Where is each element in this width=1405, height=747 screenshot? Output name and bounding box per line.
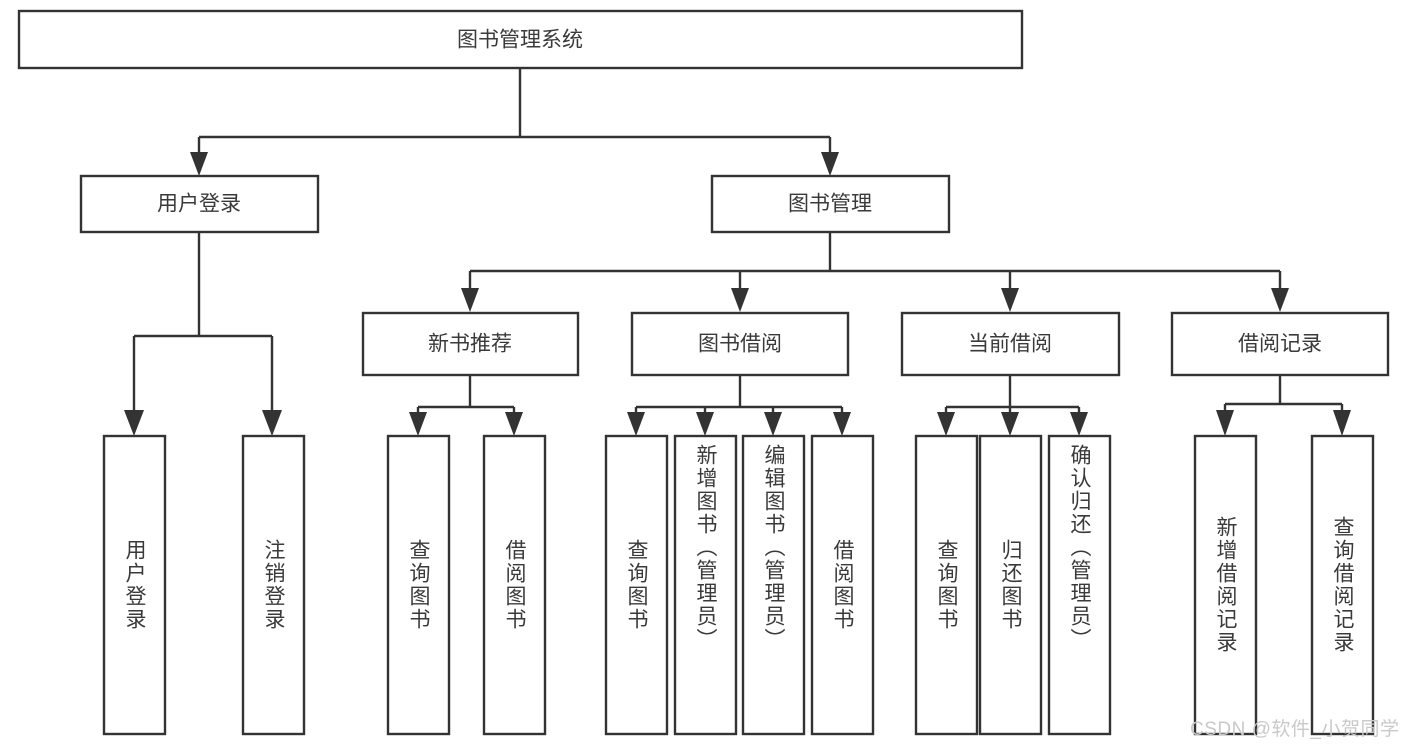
node-new-book-rec-box[interactable] — [361, 311, 580, 377]
arrow-head-leaf-add-record — [1216, 410, 1234, 436]
node-book-borrow-box[interactable] — [630, 311, 850, 377]
node-leaf-query-record-box[interactable] — [1310, 434, 1375, 736]
node-root-label: 图书管理系统 — [457, 29, 583, 52]
node-leaf-query-book-1-box[interactable] — [386, 434, 451, 736]
edges-layer — [124, 68, 1351, 436]
node-leaf-borrow-book-2-box[interactable] — [810, 434, 875, 736]
node-leaf-return-book-box[interactable] — [978, 434, 1043, 736]
arrow-head-leaf-confirm-return — [1070, 412, 1088, 436]
node-borrow-record-label: 借阅记录 — [1238, 333, 1322, 356]
node-leaf-borrow-book-1-box[interactable] — [482, 434, 547, 736]
arrow-head-leaf-query-book-1 — [409, 412, 427, 436]
arrow-head-leaf-edit-book — [764, 412, 782, 436]
arrow-head-current-borrow — [1001, 288, 1019, 312]
arrow-head-leaf-user-login — [124, 410, 144, 436]
node-user-login-box[interactable] — [79, 174, 320, 234]
node-leaf-query-book-2-box[interactable] — [604, 434, 669, 736]
node-current-borrow-box[interactable] — [900, 311, 1121, 377]
arrow-head-leaf-query-book-2 — [627, 412, 645, 436]
node-book-borrow-label: 图书借阅 — [698, 333, 782, 356]
node-leaf-user-login-box[interactable] — [102, 434, 167, 736]
node-leaf-add-record-box[interactable] — [1193, 434, 1258, 736]
arrow-head-leaf-logout — [262, 410, 282, 436]
node-current-borrow-label: 当前借阅 — [968, 333, 1052, 356]
node-new-book-rec-label: 新书推荐 — [428, 333, 512, 356]
arrow-head-book-manage — [821, 152, 839, 176]
node-leaf-query-book-3-box[interactable] — [914, 434, 979, 736]
arrow-head-borrow-record — [1271, 288, 1289, 312]
arrow-head-leaf-return-book — [1001, 412, 1019, 436]
node-root-box[interactable] — [17, 9, 1024, 70]
arrow-head-leaf-query-record — [1333, 410, 1351, 436]
node-user-login-label: 用户登录 — [157, 193, 241, 216]
node-leaf-add-book-box[interactable] — [673, 434, 738, 736]
node-borrow-record-box[interactable] — [1170, 311, 1390, 377]
arrow-head-leaf-borrow-book-1 — [505, 412, 523, 436]
arrow-head-leaf-add-book — [696, 412, 714, 436]
arrow-head-leaf-query-book-3 — [937, 412, 955, 436]
node-book-manage-box[interactable] — [710, 174, 951, 234]
arrow-head-book-borrow — [731, 288, 749, 312]
node-leaf-edit-book-box[interactable] — [741, 434, 806, 736]
nodes-layer: 图书管理系统 用户登录 图书管理 新书推荐 图书借阅 当前借阅 借阅记录 — [17, 9, 1390, 736]
node-leaf-confirm-return-box[interactable] — [1047, 434, 1112, 736]
csdn-watermark: CSDN @软件_小贺同学 — [1190, 719, 1400, 740]
arrow-head-new-book-rec — [461, 288, 479, 312]
arrow-head-leaf-borrow-book-2 — [833, 412, 851, 436]
node-book-manage-label: 图书管理 — [788, 193, 872, 216]
arrow-head-user-login — [190, 152, 208, 176]
node-leaf-logout-box[interactable] — [241, 434, 306, 736]
